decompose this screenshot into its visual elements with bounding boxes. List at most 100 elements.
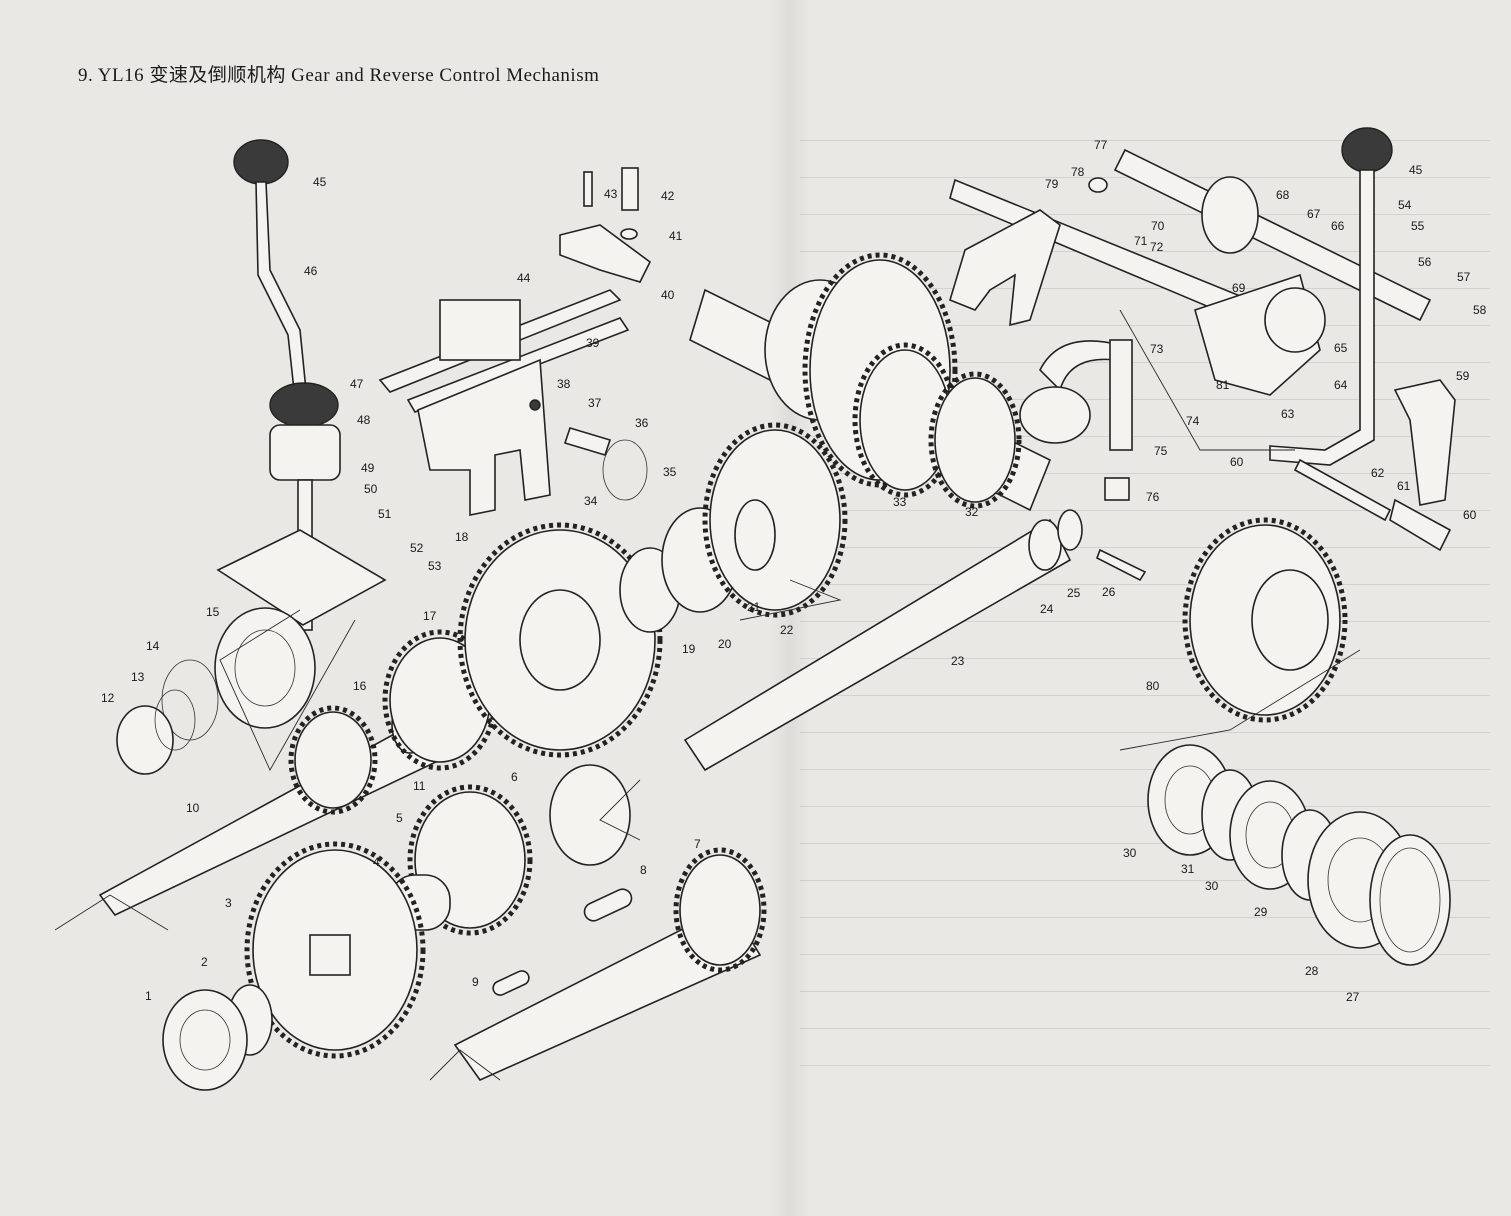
label-16: 16	[353, 679, 367, 693]
shift-fork	[417, 358, 551, 516]
label-9: 9	[472, 975, 479, 989]
label-27: 27	[1346, 990, 1360, 1004]
label-73: 73	[1150, 342, 1164, 356]
shift-knob	[233, 139, 289, 185]
gear-7	[679, 854, 761, 966]
key-8	[583, 888, 633, 922]
label-79: 79	[1045, 177, 1059, 191]
bleed-row	[800, 214, 1490, 252]
label-48: 48	[357, 413, 371, 427]
pin	[583, 171, 593, 207]
lever-rod	[1269, 169, 1375, 466]
leader-lines	[54, 309, 1361, 1081]
gear-3-bore	[309, 934, 351, 976]
lever-ball	[269, 382, 339, 428]
label-60a: 60	[1230, 455, 1244, 469]
ring-27	[1369, 834, 1451, 966]
hub-64	[1264, 287, 1326, 353]
label-51: 51	[378, 507, 392, 521]
label-14: 14	[146, 639, 160, 653]
label-10: 10	[186, 801, 200, 815]
label-45a: 45	[313, 175, 327, 189]
washer	[620, 228, 638, 240]
label-64: 64	[1334, 378, 1348, 392]
label-54: 54	[1398, 198, 1412, 212]
set-screw	[563, 427, 612, 456]
label-42: 42	[661, 189, 675, 203]
label-38: 38	[557, 377, 571, 391]
bleed-row	[800, 954, 1490, 992]
bevel-drive-assembly	[683, 252, 1147, 772]
bleed-row	[800, 843, 1490, 881]
fork-rod-lower	[406, 317, 630, 413]
bleed-row	[800, 251, 1490, 289]
nut-25	[1057, 509, 1083, 551]
bleed-row	[800, 658, 1490, 696]
label-67: 67	[1307, 207, 1321, 221]
label-8: 8	[640, 863, 647, 877]
clamp-block	[559, 224, 652, 283]
label-56: 56	[1418, 255, 1432, 269]
bleed-row	[800, 473, 1490, 511]
bleed-row	[800, 621, 1490, 659]
label-66: 66	[1331, 219, 1345, 233]
fork-79	[949, 209, 1061, 327]
cotter-pin-26	[1096, 548, 1147, 582]
block-68	[1201, 176, 1259, 254]
label-19: 19	[682, 642, 696, 656]
label-52: 52	[410, 541, 424, 555]
label-18: 18	[455, 530, 469, 544]
label-25: 25	[1067, 586, 1081, 600]
label-40: 40	[661, 288, 675, 302]
label-50: 50	[364, 482, 378, 496]
bleed-row	[800, 510, 1490, 548]
clevis-60	[1389, 498, 1452, 552]
gear-21	[734, 499, 776, 571]
knob-45	[1341, 127, 1393, 173]
label-69: 69	[1232, 281, 1246, 295]
label-23: 23	[951, 654, 965, 668]
bleed-row	[800, 1028, 1490, 1066]
label-46: 46	[304, 264, 318, 278]
label-41: 41	[669, 229, 683, 243]
screw-78	[1088, 177, 1108, 193]
label-7: 7	[694, 837, 701, 851]
label-3: 3	[225, 896, 232, 910]
gear-10	[294, 711, 372, 809]
bleed-row	[800, 1065, 1490, 1103]
label-29: 29	[1254, 905, 1268, 919]
ring-13	[154, 689, 196, 751]
detent-ball	[529, 399, 541, 411]
label-28: 28	[1305, 964, 1319, 978]
output-gear-bearings	[1147, 517, 1451, 966]
shift-fork-assembly	[378, 167, 652, 516]
label-30b: 30	[1205, 879, 1219, 893]
bleed-row	[800, 140, 1490, 178]
bleed-row	[800, 769, 1490, 807]
label-71: 71	[1134, 234, 1148, 248]
page-title: 9. YL16 变速及倒顺机构 Gear and Reverse Control…	[78, 65, 600, 86]
label-12: 12	[101, 691, 115, 705]
label-15: 15	[206, 605, 220, 619]
label-59: 59	[1456, 369, 1470, 383]
bleed-row	[800, 917, 1490, 955]
label-39: 39	[586, 336, 600, 350]
label-65: 65	[1334, 341, 1348, 355]
label-2: 2	[201, 955, 208, 969]
washer-24	[1028, 519, 1062, 571]
label-26: 26	[1102, 585, 1116, 599]
rod-62	[1293, 458, 1392, 522]
label-55: 55	[1411, 219, 1425, 233]
label-72: 72	[1150, 240, 1164, 254]
bleed-row	[800, 584, 1490, 622]
label-20: 20	[718, 637, 732, 651]
part-number-labels: 45 46 47 48 49 50 51 52 53 15 14 13 12 1…	[101, 138, 1487, 1004]
shift-lever-assembly	[216, 139, 387, 631]
lever-plate	[216, 529, 387, 626]
label-43: 43	[604, 187, 618, 201]
bleed-row	[800, 399, 1490, 437]
reverse-control-linkage	[949, 127, 1456, 552]
label-32: 32	[965, 505, 979, 519]
long-shaft-23	[683, 518, 1072, 772]
